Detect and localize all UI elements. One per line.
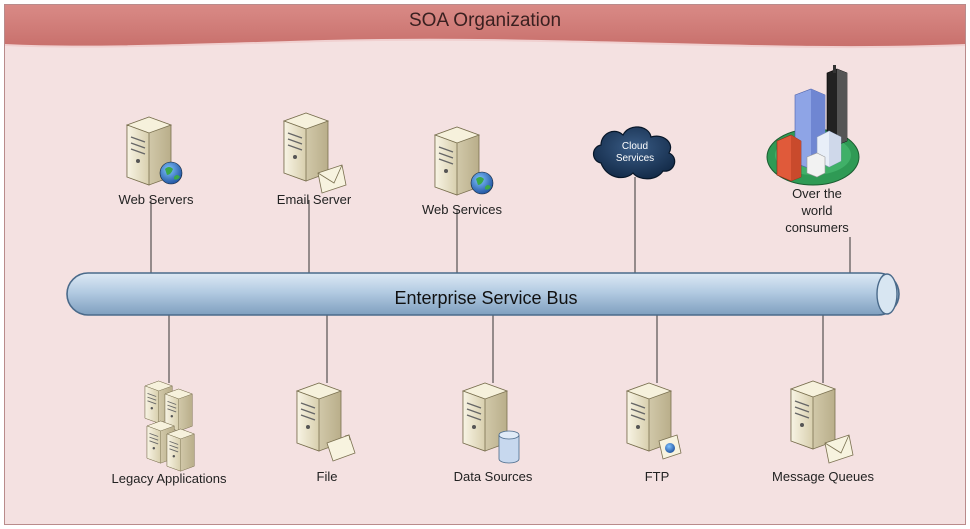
enterprise-service-bus [66, 272, 900, 316]
bus-label: Enterprise Service Bus [394, 288, 578, 308]
server-globe-icon [434, 126, 494, 196]
city-icon [766, 65, 860, 186]
title-banner [5, 5, 965, 49]
cloud-icon: Cloud Services [592, 126, 676, 180]
cloud-label-line-2: Services [616, 153, 654, 164]
server-database-icon [462, 382, 520, 464]
soa-diagram: Cloud Services [66, 65, 900, 472]
node-label-ftp: FTP [644, 469, 670, 484]
node-label-email-server: Email Server [276, 192, 352, 207]
node-label-data-sources: Data Sources [453, 469, 533, 484]
server-ftp-icon [626, 382, 682, 460]
node-label-file: File [316, 469, 338, 484]
server-cluster-icon [144, 380, 195, 472]
server-globe-icon [126, 116, 183, 186]
node-label-message-queues: Message Queues [772, 469, 874, 484]
server-mail-icon [790, 380, 854, 464]
page-title: SOA Organization [408, 10, 562, 31]
cloud-label-line-1: Cloud [622, 141, 648, 152]
node-label-web-servers: Web Servers [118, 192, 194, 207]
node-label-web-services: Web Services [422, 202, 502, 217]
node-label-consumers: Over the world consumers [785, 186, 849, 235]
server-mail-icon [283, 112, 347, 194]
diagram-panel: SOA Organization [4, 4, 966, 525]
server-file-icon [296, 382, 356, 462]
connector-lines [150, 177, 851, 383]
node-label-legacy-applications: Legacy Applications [111, 471, 227, 486]
